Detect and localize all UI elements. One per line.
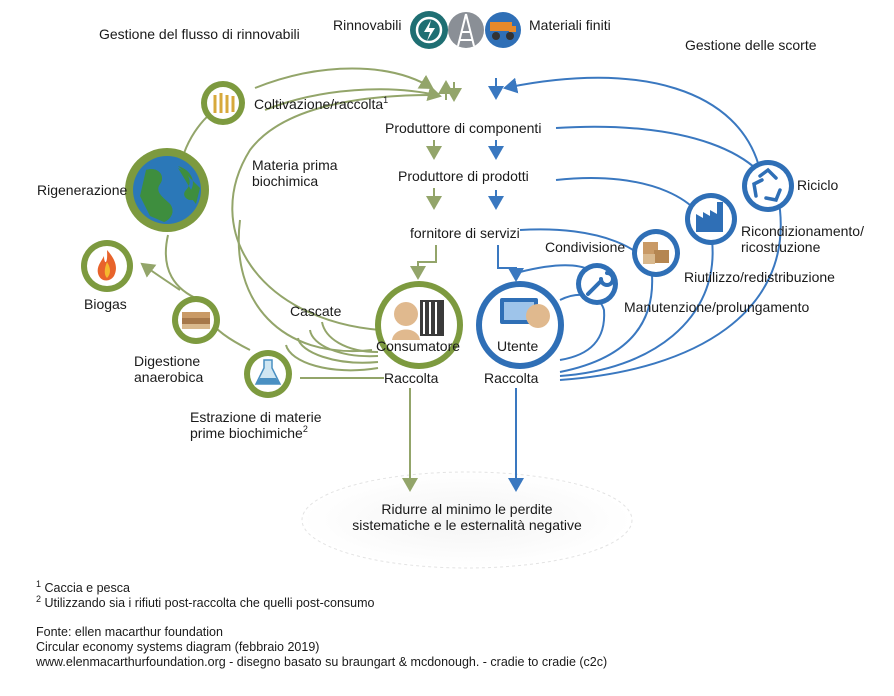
refurbish-label-1: Ricondizionamento/: [741, 223, 864, 239]
renewables-icon: [410, 11, 448, 49]
user-label: Utente: [497, 338, 538, 354]
finished-materials-label: Materiali finiti: [529, 17, 611, 33]
oil-derrick-icon: [448, 12, 484, 48]
biochem-feedstock-label-2: biochimica: [252, 173, 318, 189]
refurbish-label-2: ricostruzione: [741, 239, 821, 255]
flask-icon: [244, 350, 292, 398]
stock-management-label: Gestione delle scorte: [685, 37, 817, 53]
recycle-label: Riciclo: [797, 177, 838, 193]
renewables-label: Rinnovabili: [333, 17, 401, 33]
extraction-label-2: prime biochimiche2: [190, 424, 308, 441]
minimise-label-1: Ridurre al minimo le perdite: [381, 501, 552, 517]
factory-icon: [685, 193, 737, 245]
source-line: Fonte: ellen macarthur foundation: [36, 625, 223, 639]
anaerobic-label-1: Digestione: [134, 353, 200, 369]
anaerobic-label-2: anaerobica: [134, 369, 203, 385]
cultivation-icon: [201, 81, 245, 125]
losses-zone: [301, 471, 633, 569]
sharing-label: Condivisione: [545, 239, 625, 255]
cascades-label: Cascate: [290, 303, 342, 319]
mining-truck-icon: [485, 12, 521, 48]
credit-line: www.elenmacarthurfoundation.org - disegn…: [36, 655, 608, 669]
maintain-label: Manutenzione/prolungamento: [624, 299, 809, 315]
product-manufacturer-label: Produttore di prodotti: [398, 168, 529, 184]
top-arrows: [438, 78, 504, 102]
parts-manufacturer-label: Produttore di componenti: [385, 120, 541, 136]
collection-left-label: Raccolta: [384, 370, 439, 386]
reuse-label: Riutilizzo/redistribuzione: [684, 269, 835, 285]
consumer-icon: [375, 281, 463, 369]
service-provider-label: fornitore di servizi: [410, 225, 520, 241]
extraction-label-1: Estrazione di materie: [190, 409, 322, 425]
cultivation-label: Coltivazione/raccolta1: [254, 95, 388, 112]
regeneration-label: Rigenerazione: [37, 182, 127, 198]
biochem-feedstock-label-1: Materia prima: [252, 157, 338, 173]
collection-right-label: Raccolta: [484, 370, 539, 386]
globe-icon: [125, 148, 209, 232]
user-icon: [476, 281, 564, 369]
diagram-name-line: Circular economy systems diagram (febbra…: [36, 640, 320, 654]
recycle-icon: [742, 160, 794, 212]
soil-layers-icon: [172, 296, 220, 344]
boxes-icon: [632, 229, 680, 277]
wrench-icon: [576, 263, 618, 305]
footnote-1: 1 Caccia e pesca: [36, 579, 130, 596]
biogas-label: Biogas: [84, 296, 127, 312]
biogas-flame-icon: [81, 240, 133, 292]
minimise-label-2: sistematiche e le esternalità negative: [352, 517, 582, 533]
consumer-label: Consumatore: [376, 338, 460, 354]
footnote-2: 2 Utilizzando sia i rifiuti post-raccolt…: [36, 594, 375, 611]
renewables-flow-label: Gestione del flusso di rinnovabili: [99, 26, 300, 42]
